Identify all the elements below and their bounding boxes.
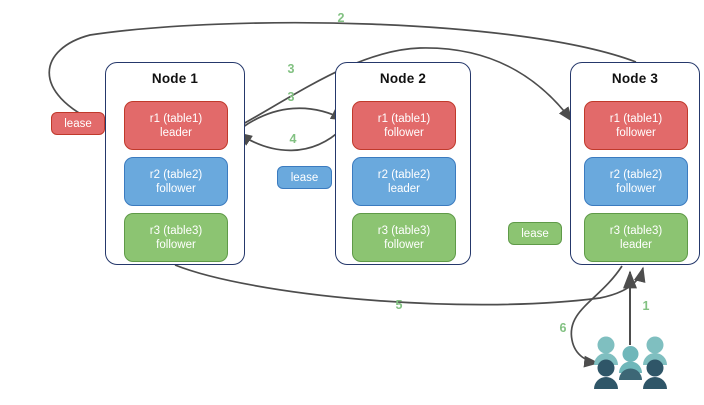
lease-label: lease <box>521 227 549 240</box>
replica-r2[interactable]: r2 (table2) leader <box>352 157 456 206</box>
replica-r3[interactable]: r3 (table3) leader <box>584 213 688 262</box>
replica-name: r3 (table3) <box>609 224 663 237</box>
arrow-step-3-lower <box>242 107 347 128</box>
replica-r1[interactable]: r1 (table1) follower <box>584 101 688 150</box>
people-group-icon <box>594 336 667 389</box>
lease-label: lease <box>64 117 92 130</box>
step-label-2: 2 <box>337 11 345 25</box>
replica-name: r2 (table2) <box>609 168 663 181</box>
replica-name: r1 (table1) <box>149 112 203 125</box>
replica-r1[interactable]: r1 (table1) leader <box>124 101 228 150</box>
replica-role: leader <box>388 182 420 195</box>
node-container-2[interactable]: Node 2 r1 (table1) follower r2 (table2) … <box>335 62 471 265</box>
step-label-6: 6 <box>559 321 567 335</box>
node-container-3[interactable]: Node 3 r1 (table1) follower r2 (table2) … <box>570 62 700 265</box>
replica-name: r1 (table1) <box>377 112 431 125</box>
step-label-3-upper: 3 <box>287 62 295 76</box>
step-label-5: 5 <box>395 298 403 312</box>
replica-role: leader <box>620 238 652 251</box>
replica-name: r2 (table2) <box>149 168 203 181</box>
node-title: Node 2 <box>379 71 427 86</box>
replica-r3[interactable]: r3 (table3) follower <box>124 213 228 262</box>
replica-r2[interactable]: r2 (table2) follower <box>584 157 688 206</box>
replica-name: r2 (table2) <box>377 168 431 181</box>
step-label-3-lower: 3 <box>287 90 295 104</box>
lease-chip-r2[interactable]: lease <box>277 166 332 189</box>
lease-chip-r1[interactable]: lease <box>51 112 105 135</box>
replica-r2[interactable]: r2 (table2) follower <box>124 157 228 206</box>
step-label-1: 1 <box>642 299 650 313</box>
replica-role: follower <box>156 238 196 251</box>
replica-role: follower <box>384 126 424 139</box>
replica-role: leader <box>160 126 192 139</box>
node-container-1[interactable]: Node 1 r1 (table1) leader r2 (table2) fo… <box>105 62 245 265</box>
replica-name: r1 (table1) <box>609 112 663 125</box>
replica-role: follower <box>616 126 656 139</box>
step-label-4: 4 <box>289 132 297 146</box>
lease-chip-r3[interactable]: lease <box>508 222 562 245</box>
node-title: Node 3 <box>611 71 659 86</box>
replica-r3[interactable]: r3 (table3) follower <box>352 213 456 262</box>
replica-name: r3 (table3) <box>377 224 431 237</box>
replica-role: follower <box>384 238 424 251</box>
replica-role: follower <box>616 182 656 195</box>
node-title: Node 1 <box>151 71 199 86</box>
replica-r1[interactable]: r1 (table1) follower <box>352 101 456 150</box>
arrow-step-5 <box>174 264 646 306</box>
replica-name: r3 (table3) <box>149 224 203 237</box>
replica-role: follower <box>156 182 196 195</box>
lease-label: lease <box>290 171 319 184</box>
